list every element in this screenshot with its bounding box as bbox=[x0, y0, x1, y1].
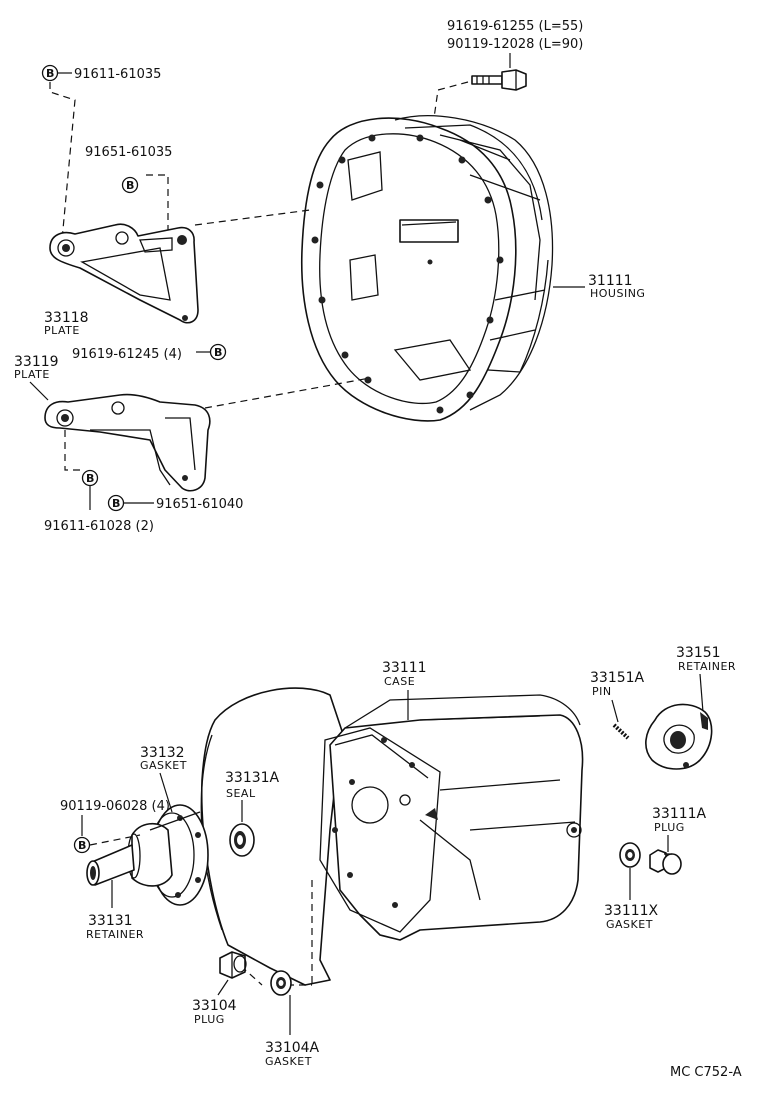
part-code: 91611-61028 (2) bbox=[44, 519, 154, 534]
pin-33151a: 33151A PIN bbox=[590, 670, 645, 740]
part-name: RETAINER bbox=[678, 660, 736, 673]
plug-33111a: 33111A PLUG bbox=[649, 806, 707, 875]
part-name: PLUG bbox=[194, 1013, 225, 1026]
b-symbol: B bbox=[78, 839, 86, 852]
housing-bolt bbox=[433, 69, 527, 119]
b-symbol: B bbox=[86, 472, 94, 485]
b-symbol: B bbox=[214, 346, 222, 359]
b-symbol: B bbox=[46, 67, 54, 80]
part-name: GASKET bbox=[606, 918, 653, 931]
part-number: 33111X bbox=[604, 903, 659, 919]
part-code: 90119-06028 (4) bbox=[60, 799, 170, 814]
callout-gasket-33132: 33132 GASKET bbox=[140, 745, 187, 813]
retainer-33151: 33151 RETAINER bbox=[645, 645, 736, 770]
part-number: 33119 bbox=[14, 354, 59, 370]
part-name: PLUG bbox=[654, 821, 685, 834]
callout-case: 33111 CASE bbox=[382, 660, 427, 720]
callout-top-bolt: 91619-61255 (L=55) 90119-12028 (L=90) bbox=[447, 19, 583, 68]
part-name: PIN bbox=[592, 685, 612, 698]
gasket-33104a: 33104A GASKET bbox=[265, 970, 320, 1068]
plate-33119 bbox=[44, 377, 371, 492]
part-name: HOUSING bbox=[590, 287, 645, 300]
part-number: 33111 bbox=[382, 660, 427, 676]
part-name: PLATE bbox=[14, 368, 50, 381]
callout-housing: 31111 HOUSING bbox=[553, 273, 645, 300]
part-code: 90119-12028 (L=90) bbox=[447, 37, 583, 52]
callout-91611-61028: B 91611-61028 (2) bbox=[44, 469, 154, 534]
part-name: PLATE bbox=[44, 324, 80, 337]
part-name: CASE bbox=[384, 675, 415, 688]
part-number: 33118 bbox=[44, 310, 89, 326]
gasket-33111x: 33111X GASKET bbox=[604, 842, 659, 931]
callout-91651-61040: B 91651-61040 bbox=[107, 494, 243, 512]
part-code: 91619-61255 (L=55) bbox=[447, 19, 583, 34]
b-symbol: B bbox=[112, 497, 120, 510]
callout-91619-61245: 91619-61245 (4) B bbox=[72, 343, 227, 362]
clutch-housing bbox=[300, 115, 554, 422]
callout-plate-33118: 33118 PLATE bbox=[44, 310, 89, 337]
callout-91651-61035: 91651-61035 B bbox=[85, 145, 172, 232]
callout-retainer-33131: 33131 RETAINER bbox=[86, 880, 144, 941]
part-number: 33111A bbox=[652, 806, 707, 822]
part-number: 33151A bbox=[590, 670, 645, 686]
b-symbol: B bbox=[126, 179, 134, 192]
plug-33104: 33104 PLUG bbox=[192, 951, 247, 1026]
callout-plate-33119: 33119 PLATE bbox=[14, 354, 59, 401]
callout-91611-61035: B 91611-61035 bbox=[41, 64, 161, 241]
part-code: 91651-61040 bbox=[156, 497, 243, 512]
part-number: 33131 bbox=[88, 913, 133, 929]
callout-90119-06028: 90119-06028 (4) B bbox=[60, 799, 170, 854]
seal-33131a: 33131A SEAL bbox=[225, 770, 280, 857]
part-number: 33131A bbox=[225, 770, 280, 786]
part-code: 91651-61035 bbox=[85, 145, 172, 160]
part-code: 91611-61035 bbox=[74, 67, 161, 82]
part-name: GASKET bbox=[140, 759, 187, 772]
transmission-case bbox=[200, 687, 584, 986]
part-name: SEAL bbox=[226, 787, 256, 800]
part-number: 33104A bbox=[265, 1040, 320, 1056]
front-retainer-33131 bbox=[86, 804, 209, 906]
part-name: GASKET bbox=[265, 1055, 312, 1068]
part-number: 33151 bbox=[676, 645, 721, 661]
part-number: 33104 bbox=[192, 998, 237, 1014]
part-number: 33132 bbox=[140, 745, 185, 761]
part-number: 31111 bbox=[588, 273, 633, 289]
part-name: RETAINER bbox=[86, 928, 144, 941]
part-code: 91619-61245 (4) bbox=[72, 347, 182, 362]
plate-33118 bbox=[49, 209, 311, 324]
diagram-code: MC C752-A bbox=[670, 1065, 742, 1080]
